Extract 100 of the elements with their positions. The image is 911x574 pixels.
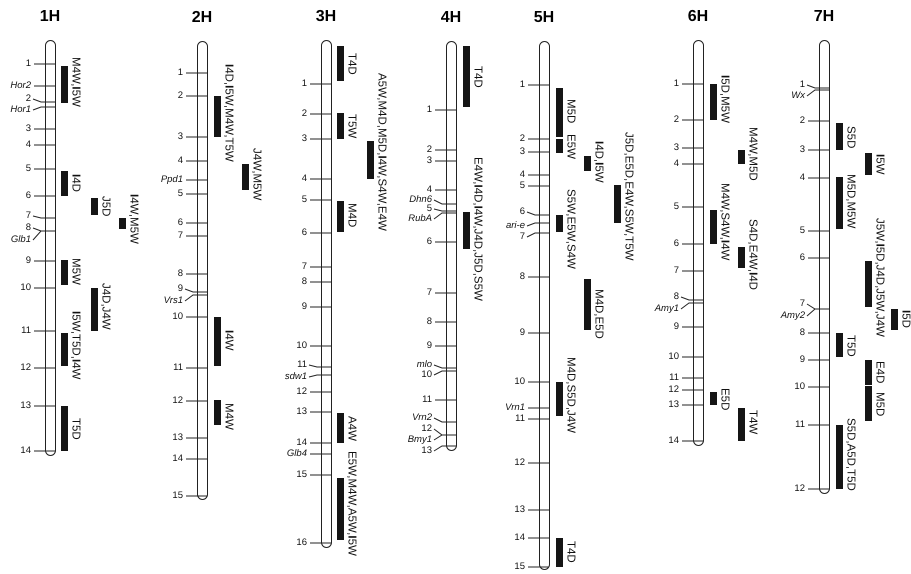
position-number: 5 — [302, 195, 307, 204]
position-number: 15 — [172, 491, 183, 500]
position-number: 13 — [421, 446, 432, 456]
position-number: 9 — [426, 341, 432, 350]
position-number: 1 — [178, 68, 183, 78]
position-number: 2 — [674, 115, 679, 124]
qtl-label: M4W — [222, 403, 234, 430]
position-number: 7 — [520, 232, 525, 242]
position-number: 5 — [800, 226, 805, 236]
position-number: 3 — [178, 132, 183, 142]
position-number: 13 — [296, 407, 307, 416]
qtl-label: M4D,S5D,J4W — [564, 357, 576, 434]
position-number: 1 — [302, 79, 307, 88]
position-number: 4 — [178, 156, 183, 166]
position-number: 3 — [520, 147, 525, 156]
position-number: 11 — [173, 363, 183, 372]
position-number: 15 — [296, 470, 307, 480]
position-number: 11 — [297, 360, 307, 370]
position-number: 6 — [426, 237, 432, 246]
chromosome-name: 5H — [532, 10, 556, 26]
gene-name: Amy2 — [780, 311, 805, 320]
qtl-label: I4D,I5W — [592, 141, 604, 183]
position-number: 12 — [514, 458, 525, 468]
position-number: 8 — [800, 328, 805, 338]
position-number: 10 — [421, 370, 432, 380]
gene-name: mlo — [416, 360, 432, 370]
gene-name: Amy1 — [654, 304, 679, 314]
position-number: 11 — [21, 326, 31, 336]
qtl-label: E5D — [718, 388, 730, 410]
position-number: 12 — [794, 484, 805, 494]
gene-name: ari-e — [506, 221, 525, 230]
qtl-label: S4D,E4W,I4D — [746, 219, 758, 290]
position-number: 16 — [296, 538, 307, 548]
chromosome-name: 4H — [440, 10, 462, 26]
chromosome-name: 7H — [812, 9, 836, 25]
qtl-label: I5D,M5W — [718, 75, 730, 123]
qtl-label: A4W — [345, 416, 356, 441]
position-number: 6 — [178, 218, 183, 228]
position-number: 3 — [302, 134, 307, 144]
position-number: 10 — [794, 382, 805, 392]
position-number: 10 — [296, 341, 307, 350]
qtl-label: T4D — [471, 66, 482, 88]
qtl-label: S5D — [844, 126, 856, 148]
qtl-label: M4W,M5D — [746, 127, 758, 181]
position-number: 1 — [26, 59, 31, 68]
position-number: 2 — [800, 116, 805, 126]
position-number: 6 — [520, 207, 525, 216]
position-number: 9 — [520, 328, 525, 338]
position-number: 5 — [520, 181, 525, 190]
qtl-label: A5W,M4D,M5D,I4W,S4W,E4W — [375, 73, 386, 231]
position-number: 7 — [674, 266, 679, 276]
position-number: 11 — [669, 373, 679, 382]
position-number: 10 — [172, 312, 183, 322]
position-number: 8 — [26, 223, 31, 232]
qtl-label: S5D,A5D,T5D — [844, 418, 856, 491]
position-number: 2 — [178, 91, 183, 100]
qtl-label: J4W,M5W — [250, 148, 262, 200]
position-number: 7 — [800, 299, 805, 308]
position-number: 7 — [426, 288, 432, 298]
position-number: 12 — [20, 363, 31, 372]
position-number: 4 — [520, 170, 525, 180]
gene-name: RubA — [408, 214, 432, 224]
position-number: 8 — [178, 269, 183, 278]
gene-name: Vrs1 — [164, 296, 183, 306]
position-number: 6 — [302, 228, 307, 238]
position-number: 14 — [172, 454, 183, 464]
position-number: 4 — [26, 140, 31, 150]
position-number: 10 — [20, 283, 31, 292]
gene-name: Vrn1 — [505, 403, 525, 412]
position-number: 4 — [426, 185, 432, 194]
chromosome-name: 3H — [314, 9, 338, 25]
position-number: 5 — [426, 204, 432, 214]
chromosome-name: 2H — [190, 10, 214, 26]
chromosome-name: 6H — [686, 9, 710, 25]
position-number: 5 — [26, 164, 31, 174]
gene-name: Hor1 — [10, 105, 31, 114]
qtl-label: I5W — [873, 154, 884, 174]
gene-name: Glb4 — [286, 449, 307, 458]
position-number: 4 — [302, 174, 307, 184]
position-number: 3 — [26, 124, 31, 134]
position-number: 11 — [795, 420, 805, 430]
position-number: 14 — [668, 436, 679, 446]
position-number: 1 — [520, 80, 525, 90]
position-number: 1 — [426, 105, 432, 114]
gene-name: Hor2 — [10, 81, 31, 90]
qtl-label: J5D — [99, 196, 110, 216]
position-number: 13 — [514, 505, 525, 514]
qtl-label: M4W,S4W,I4W — [718, 183, 730, 260]
position-number: 11 — [515, 414, 525, 424]
position-number: 12 — [296, 387, 307, 396]
position-number: 9 — [800, 355, 805, 364]
position-number: 9 — [674, 322, 679, 332]
gene-name: Bmy1 — [408, 435, 432, 444]
gene-name: Glb1 — [10, 235, 31, 244]
position-number: 2 — [426, 145, 432, 154]
qtl-label: E5W — [564, 134, 576, 159]
position-number: 12 — [421, 424, 432, 434]
position-number: 8 — [520, 272, 525, 282]
qtl-label: I5W,T5D,I4W — [69, 311, 80, 380]
position-number: 3 — [674, 143, 679, 152]
